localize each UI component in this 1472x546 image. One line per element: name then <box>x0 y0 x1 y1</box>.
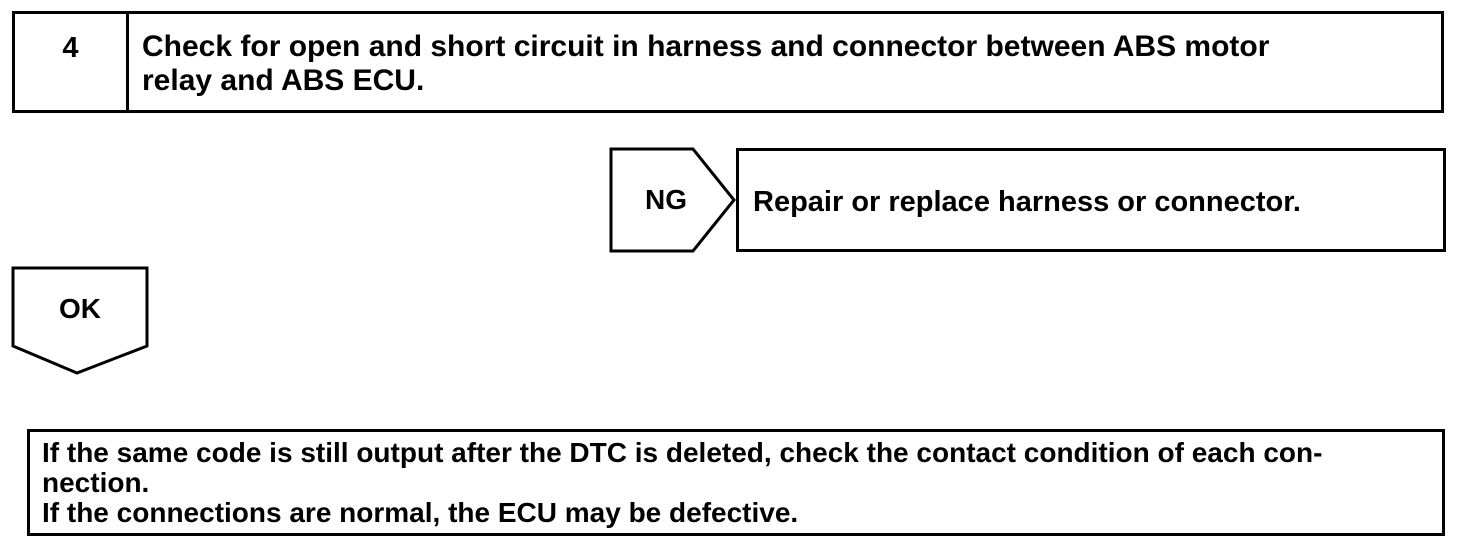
ng-result-text: Repair or replace harness or connector. <box>753 186 1301 218</box>
step-title-line-2: relay and ABS ECU. <box>142 64 425 97</box>
ok-label: OK <box>59 293 101 324</box>
ng-arrow-shape <box>609 147 736 253</box>
step-number-cell: 4 <box>15 14 129 110</box>
note-line-2: nection. <box>42 467 150 498</box>
ng-label: NG <box>645 184 687 215</box>
ng-result-box: Repair or replace harness or connector. <box>736 148 1446 252</box>
step-title-line-1: Check for open and short circuit in harn… <box>142 30 1270 63</box>
step-box: 4 Check for open and short circuit in ha… <box>12 11 1444 113</box>
note-box: If the same code is still output after t… <box>27 429 1445 536</box>
note-line-1: If the same code is still output after t… <box>42 437 1323 468</box>
note-text: If the same code is still output after t… <box>42 438 1434 528</box>
ok-arrow-shape <box>11 266 149 375</box>
step-number: 4 <box>62 32 79 64</box>
note-line-3: If the connections are normal, the ECU m… <box>42 497 799 528</box>
step-title: Check for open and short circuit in harn… <box>142 30 1432 98</box>
